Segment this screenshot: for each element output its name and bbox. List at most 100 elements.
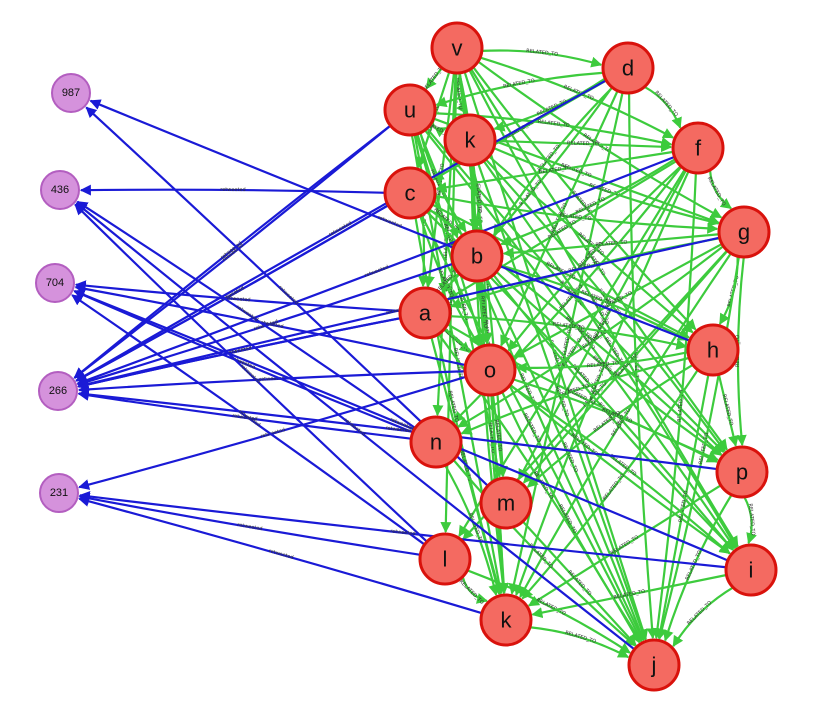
retweeted-edge-label: retweeted — [259, 375, 285, 382]
retweeted-edge-line — [77, 370, 466, 395]
tweet-node-266[interactable]: 266 — [38, 371, 78, 411]
related-edge-label: RELATED_TO — [595, 239, 628, 248]
related-edge-line — [672, 586, 734, 648]
user-node-u[interactable]: u — [383, 83, 437, 137]
retweeted-edge: retweeted — [75, 79, 607, 382]
retweeted-edge-line — [77, 389, 718, 471]
retweeted-edge-line — [75, 204, 389, 382]
user-node-g[interactable]: g — [717, 205, 771, 259]
node-circle — [715, 445, 769, 499]
related-edge-line — [527, 484, 722, 607]
related-edge-label: RELATED_TO — [474, 180, 482, 212]
related-edge-line — [481, 49, 603, 68]
node-circle — [40, 170, 80, 210]
related-edge-label: RELATED_TO — [678, 490, 690, 523]
related-edge-label: RELATED_TO — [539, 165, 572, 176]
retweeted-edge-line — [73, 124, 392, 379]
retweeted-edge-line — [77, 389, 412, 440]
retweeted-edge-line — [74, 283, 466, 367]
node-circle — [479, 593, 533, 647]
user-node-j[interactable]: j — [627, 638, 681, 692]
retweeted-edge-label: retweeted — [220, 187, 245, 193]
node-circle — [39, 473, 79, 513]
related-edge: RELATED_TO — [717, 374, 739, 447]
tweet-node-231[interactable]: 231 — [39, 473, 79, 513]
node-circle — [430, 21, 484, 75]
retweeted-edge-label: retweeted — [343, 417, 367, 438]
user-node-k1[interactable]: k — [443, 113, 497, 167]
related-edge-line — [531, 573, 727, 619]
related-edge-line — [522, 250, 729, 484]
related-edge-line — [438, 273, 461, 295]
related-edge-line — [492, 274, 735, 551]
retweeted-edge: retweeted — [73, 289, 729, 562]
retweeted-edge-line — [75, 202, 636, 651]
node-label: c — [405, 181, 416, 206]
related-edge-line — [491, 394, 508, 478]
retweeted-edge-line — [74, 280, 401, 313]
related-edge-line — [501, 391, 642, 643]
user-node-a[interactable]: a — [398, 286, 452, 340]
user-node-o[interactable]: o — [463, 343, 517, 397]
related-edge-line — [492, 86, 614, 236]
node-label: g — [738, 220, 750, 245]
user-node-h[interactable]: h — [686, 323, 740, 377]
related-edge-label: RELATED_TO — [686, 600, 713, 627]
node-label: o — [484, 358, 496, 383]
node-circle — [479, 476, 533, 530]
related-edge-line — [509, 384, 731, 555]
related-edge: RELATED_TO — [435, 71, 604, 108]
retweeted-edge-label: retweeted — [237, 522, 263, 532]
retweeted-edge-line — [89, 99, 691, 342]
related-edge-line — [435, 150, 674, 193]
related-edge-line — [627, 92, 658, 640]
node-label: l — [443, 547, 448, 572]
user-node-m[interactable]: m — [479, 476, 533, 530]
node-label: 704 — [46, 277, 64, 289]
related-edge-line — [482, 160, 738, 549]
retweeted-edge: retweeted — [79, 184, 386, 196]
related-edge-line — [493, 77, 606, 132]
user-node-i[interactable]: i — [724, 543, 778, 597]
related-edge-label: RELATED_TO — [602, 473, 626, 502]
related-edge-label: RELATED_TO — [537, 119, 570, 129]
related-edge: RELATED_TO — [706, 169, 732, 210]
retweeted-edge-line — [75, 79, 607, 382]
related-edge: RELATED_TO — [458, 576, 488, 606]
user-node-p[interactable]: p — [715, 445, 769, 499]
retweeted-edge-label: retweeted — [268, 548, 294, 561]
user-node-d[interactable]: d — [601, 41, 655, 95]
related-edge: RELATED_TO — [435, 150, 674, 193]
user-node-b[interactable]: b — [450, 229, 504, 283]
user-node-c[interactable]: c — [383, 166, 437, 220]
user-node-k2[interactable]: k — [479, 593, 533, 647]
related-edge: RELATED_TO — [517, 169, 688, 481]
related-edge-line — [708, 169, 732, 210]
user-node-n[interactable]: n — [409, 415, 463, 469]
related-edge-line — [515, 351, 689, 374]
node-circle — [627, 638, 681, 692]
retweeted-edge-label: retweeted — [226, 345, 252, 356]
tweet-node-987[interactable]: 987 — [51, 73, 91, 113]
tweet-node-436[interactable]: 436 — [40, 170, 80, 210]
node-label: b — [471, 244, 483, 269]
tweet-node-704[interactable]: 704 — [35, 263, 75, 303]
retweeted-edge-line — [74, 203, 428, 543]
retweeted-edge-line — [73, 290, 414, 434]
node-label: 231 — [50, 487, 68, 499]
user-node-l[interactable]: l — [418, 532, 472, 586]
related-edge-line — [656, 256, 740, 640]
node-circle — [38, 371, 78, 411]
related-edge-line — [717, 374, 739, 447]
related-edge-label: RELATED_TO — [698, 432, 710, 465]
node-circle — [51, 73, 91, 113]
related-edge: RELATED_TO — [491, 394, 508, 478]
related-edge-line — [443, 328, 471, 354]
node-circle — [383, 166, 437, 220]
related-edge-line — [461, 576, 488, 604]
node-label: 987 — [62, 87, 80, 99]
retweeted-edge-label: retweeted — [328, 220, 353, 238]
user-node-v[interactable]: v — [430, 21, 484, 75]
user-node-f[interactable]: f — [671, 121, 725, 175]
